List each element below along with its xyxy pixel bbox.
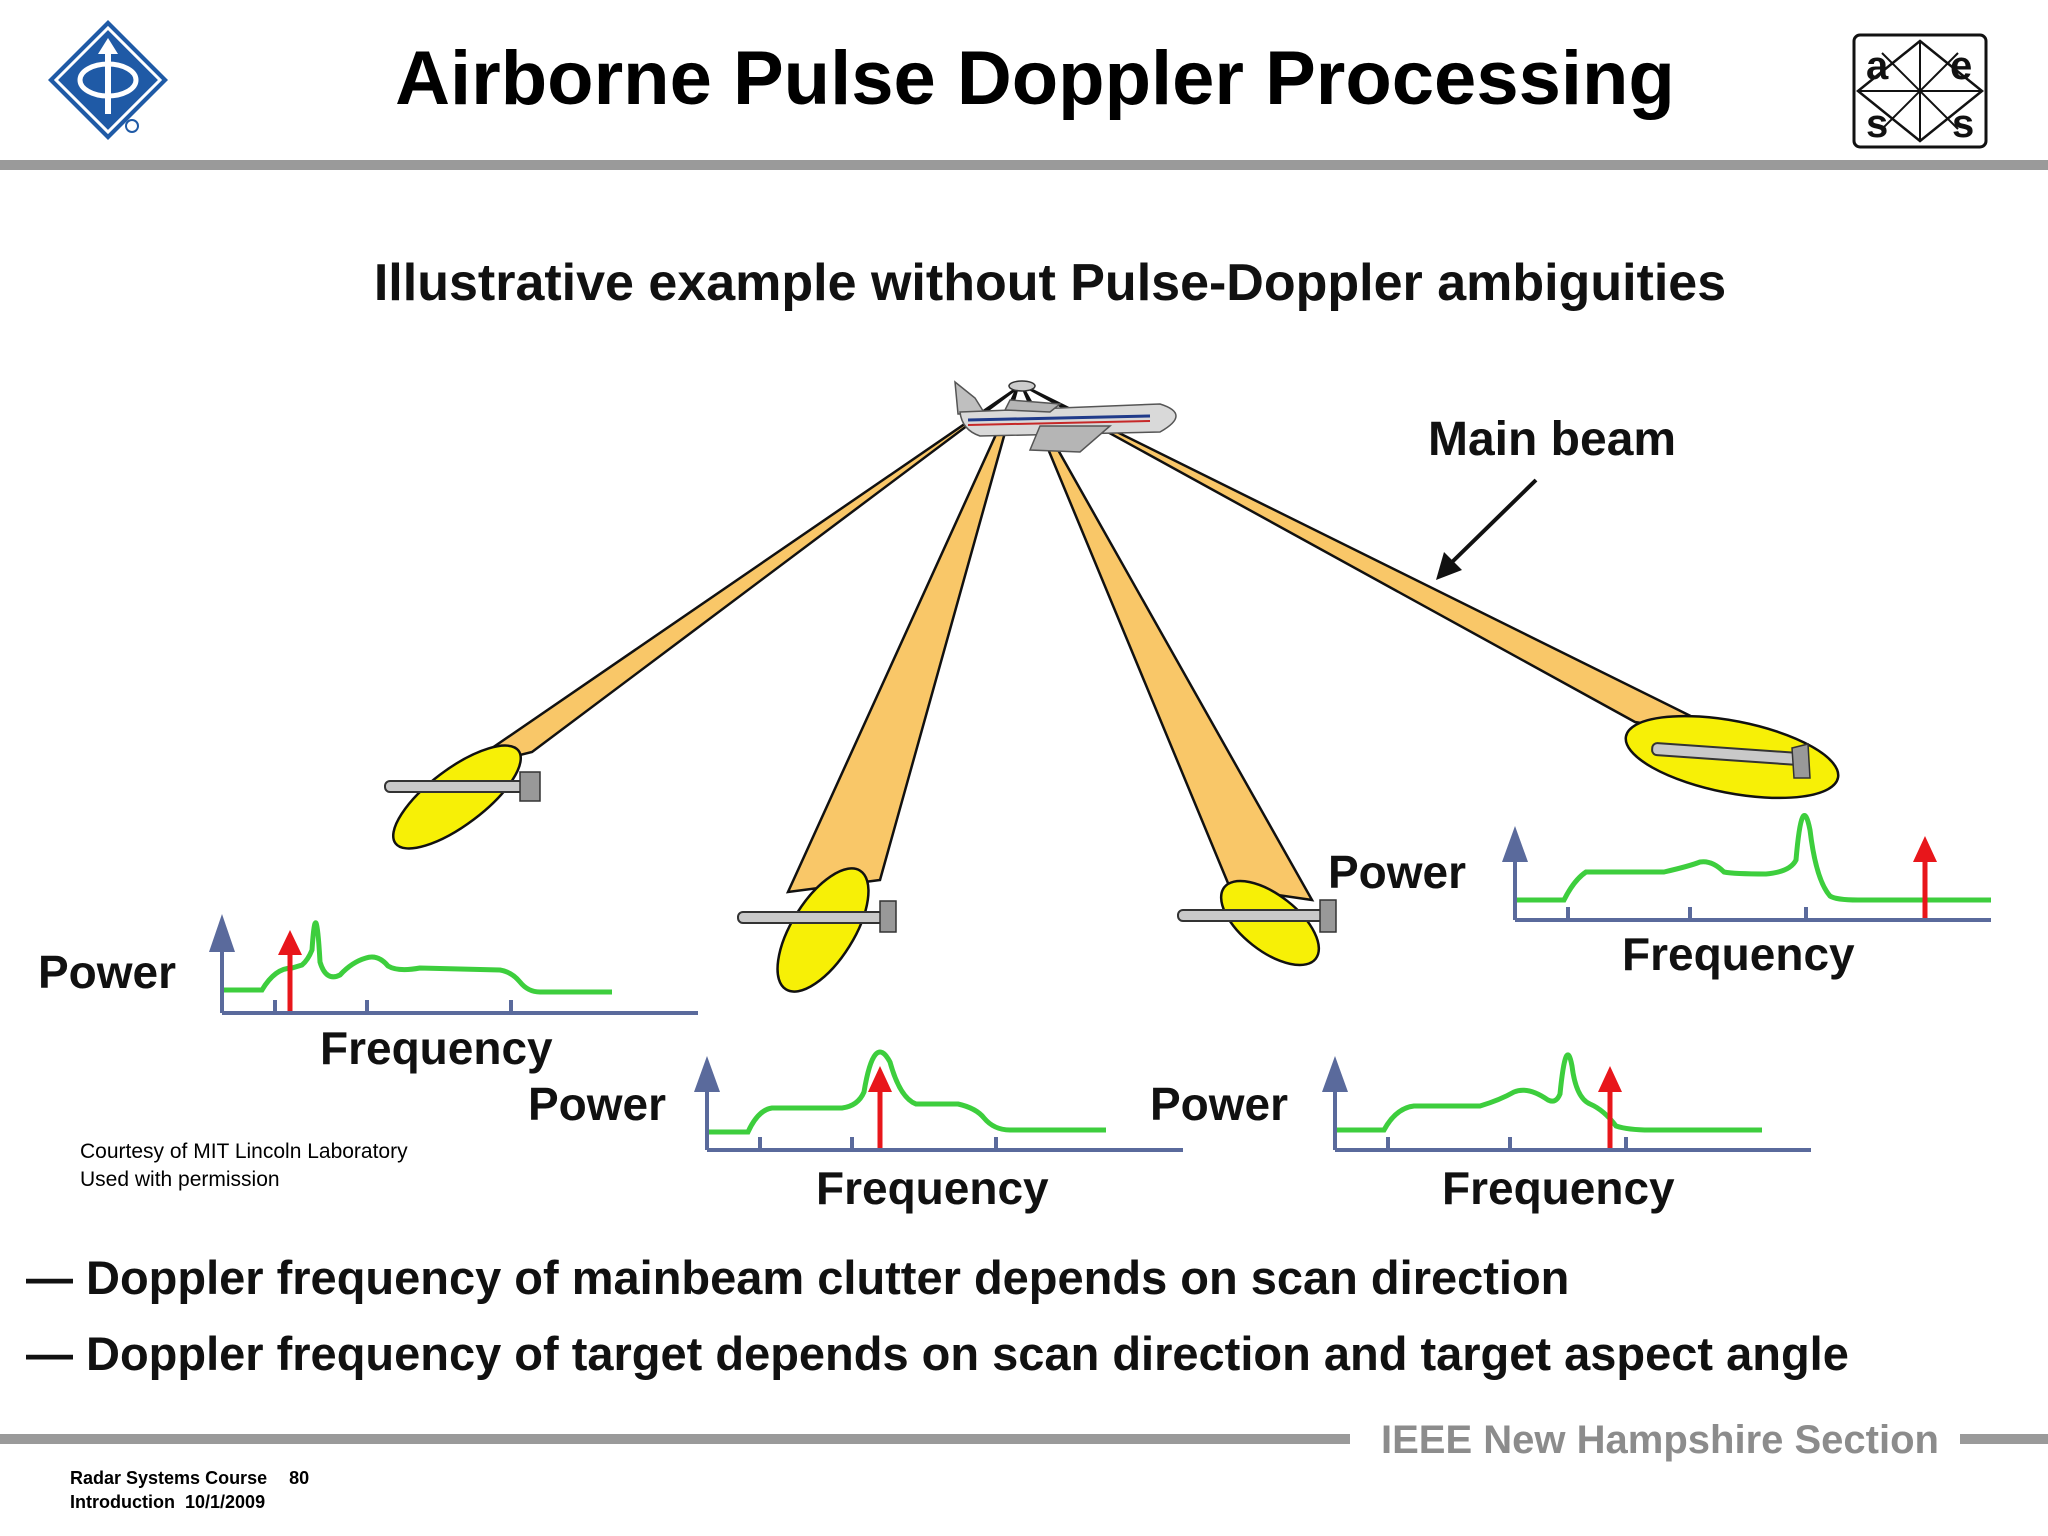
diagram-subtitle: Illustrative example without Pulse-Doppl… <box>373 254 1727 312</box>
clutter-curve <box>1337 1052 1762 1133</box>
frequency-label-1: Frequency <box>320 1022 553 1074</box>
footer-divider-left <box>0 1434 1350 1444</box>
main-beam-label: Main beam <box>1428 413 1676 466</box>
header-divider <box>0 160 2048 170</box>
frequency-label-3: Frequency <box>1442 1162 1675 1214</box>
aess-letter-a: a <box>1866 44 1889 88</box>
frequency-label-2: Frequency <box>816 1162 1049 1214</box>
power-label-1: Power <box>38 946 176 998</box>
ieee-logo <box>48 20 168 140</box>
aess-letter-s2: s <box>1952 102 1974 146</box>
beam-1 <box>391 384 1021 850</box>
target-arrow-2 <box>868 1066 892 1092</box>
frequency-label-4: Frequency <box>1622 928 1855 980</box>
spectrum-plot-3: Power Frequency <box>1150 1052 1811 1214</box>
aess-letter-s1: s <box>1866 102 1888 146</box>
bullet-text: Doppler frequency of mainbeam clutter de… <box>86 1251 1570 1304</box>
bullet-dash: — <box>26 1251 73 1304</box>
spectrum-plot-4: Power Frequency <box>1328 813 1991 980</box>
target-arrow-3 <box>1598 1066 1622 1092</box>
bullet-item-1: —Doppler frequency of mainbeam clutter d… <box>26 1250 1569 1305</box>
power-label-2: Power <box>528 1078 666 1130</box>
footer-section-label: IEEE New Hampshire Section <box>1381 1418 1939 1462</box>
target-arrow-1 <box>278 930 302 955</box>
slide-title: Airborne Pulse Doppler Processing <box>395 36 1675 121</box>
footer-course-subtitle: Introduction <box>70 1492 175 1512</box>
spectrum-plot-2: Power Frequency <box>528 1049 1183 1214</box>
clutter-curve <box>1517 813 1991 903</box>
main-beam-arrow <box>1436 478 1538 580</box>
target-missile-4 <box>1651 742 1811 779</box>
bullet-item-2: —Doppler frequency of target depends on … <box>26 1326 1849 1381</box>
target-missile-3 <box>1177 899 1337 933</box>
beam-2 <box>776 385 1020 993</box>
clutter-curve <box>709 1049 1106 1135</box>
bullet-text: Doppler frequency of target depends on s… <box>86 1327 1849 1380</box>
power-label-4: Power <box>1328 846 1466 898</box>
clutter-curve <box>224 920 612 995</box>
footer-page-number: 80 <box>289 1468 310 1488</box>
beam-3 <box>1020 385 1321 967</box>
aess-logo: a e s s <box>1852 33 1988 149</box>
courtesy-line-2: Used with permission <box>80 1168 280 1191</box>
target-missile-2 <box>737 900 897 933</box>
power-label-3: Power <box>1150 1078 1288 1130</box>
courtesy-line-1: Courtesy of MIT Lincoln Laboratory <box>80 1140 408 1163</box>
bullet-dash: — <box>26 1327 73 1380</box>
pulse-doppler-diagram: Main beam Power Frequency Power Frequenc… <box>38 380 1991 1214</box>
footer-divider-right <box>1960 1434 2048 1444</box>
spectrum-plot-1: Power Frequency <box>38 914 698 1074</box>
footer-course-info: Radar Systems Course 80 Introduction 10/1… <box>70 1466 309 1514</box>
target-missile-1 <box>384 771 541 802</box>
aess-letter-e: e <box>1950 44 1972 88</box>
footer-course-name: Radar Systems Course <box>70 1468 268 1488</box>
airplane-icon <box>954 380 1177 453</box>
footer-date: 10/1/2009 <box>185 1492 266 1512</box>
target-arrow-4 <box>1913 836 1937 862</box>
courtesy-note: Courtesy of MIT Lincoln Laboratory Used … <box>80 1138 408 1194</box>
